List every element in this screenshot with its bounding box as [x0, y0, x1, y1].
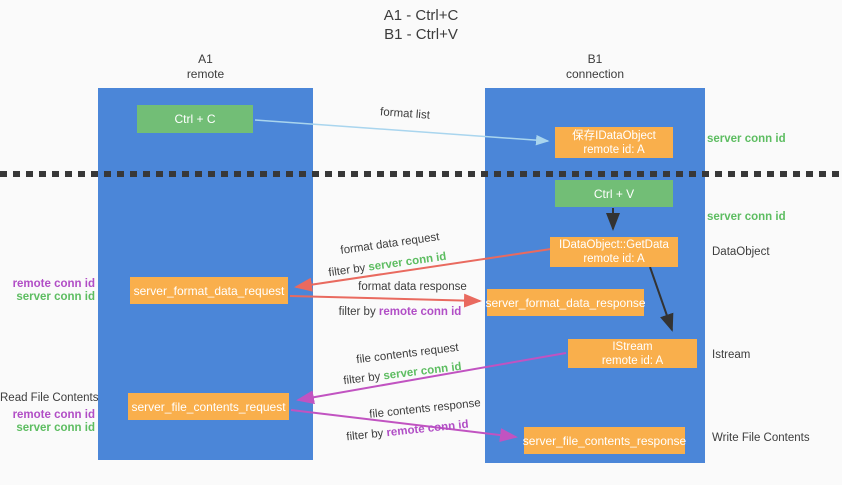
node-istream-line2: remote id: A	[601, 354, 664, 367]
node-save-idataobject-line1: 保存IDataObject	[572, 129, 656, 142]
lane-a1-name: A1	[198, 52, 213, 66]
filter-keyword-remote-1: remote conn id	[378, 306, 462, 318]
lane-b1-name: B1	[587, 52, 603, 66]
label-server-conn-id-left-1: server conn id	[16, 291, 95, 303]
arrow-file-contents-response	[290, 409, 518, 443]
node-file-request-label: server_file_contents_request	[131, 399, 286, 414]
label-dataobject: DataObject	[712, 246, 770, 258]
session-divider-dotted-line	[0, 171, 842, 177]
node-file-response-label: server_file_contents_response	[522, 433, 687, 448]
label-server-conn-id-left-2: server conn id	[16, 422, 95, 434]
lane-header-b1-connection: B1 connection	[485, 52, 705, 82]
lane-header-a1-remote: A1 remote	[98, 52, 313, 82]
title-line-a1: A1 - Ctrl+C	[383, 7, 459, 24]
node-istream-line1: IStream	[612, 340, 653, 353]
node-server-file-contents-response: server_file_contents_response	[522, 427, 687, 454]
label-remote-conn-id-left-1: remote conn id	[12, 278, 95, 290]
arrow-file-contents-request	[296, 352, 567, 405]
label-format-data-response: format data response	[358, 281, 467, 293]
node-idataobject-getdata: IDataObject::GetData remote id: A	[550, 237, 678, 267]
label-filter-by-remote-conn-id-1: filter by remote conn id	[335, 306, 465, 318]
node-server-format-data-request: server_format_data_request	[130, 277, 288, 304]
diagram-title: A1 - Ctrl+C B1 - Ctrl+V	[0, 6, 842, 44]
arrow-getdata-to-istream	[649, 266, 674, 332]
node-getdata-line2: remote id: A	[583, 253, 645, 265]
node-server-format-data-response: server_format_data_response	[485, 289, 646, 316]
lane-b1-subtitle: connection	[565, 67, 625, 81]
label-read-file-contents: Read File Contents	[0, 392, 99, 404]
arrow-format-data-response	[289, 293, 482, 308]
filter-prefix-2: filter by	[338, 306, 379, 318]
node-getdata-line1: IDataObject::GetData	[559, 239, 669, 251]
label-server-conn-id-right-2: server conn id	[707, 211, 786, 223]
node-save-idataobject: 保存IDataObject remote id: A	[555, 127, 673, 158]
node-ctrl-v: Ctrl + V	[555, 180, 673, 207]
arrow-format-list	[254, 119, 550, 146]
title-line-b1: B1 - Ctrl+V	[384, 26, 458, 43]
node-format-response-label: server_format_data_response	[485, 295, 646, 310]
label-write-file-contents: Write File Contents	[712, 432, 810, 444]
node-ctrl-c: Ctrl + C	[137, 105, 253, 133]
lane-a1-subtitle: remote	[186, 67, 225, 81]
node-ctrl-c-label: Ctrl + C	[174, 112, 216, 126]
node-save-idataobject-line2: remote id: A	[583, 143, 645, 156]
arrow-format-data-request	[294, 248, 552, 292]
label-istream: Istream	[712, 349, 751, 361]
node-format-request-label: server_format_data_request	[133, 283, 285, 298]
node-ctrl-v-label: Ctrl + V	[593, 186, 635, 201]
label-remote-conn-id-left-2: remote conn id	[12, 409, 95, 421]
node-istream: IStream remote id: A	[568, 339, 697, 368]
node-server-file-contents-request: server_file_contents_request	[128, 393, 289, 420]
label-server-conn-id-right-1: server conn id	[707, 133, 786, 145]
